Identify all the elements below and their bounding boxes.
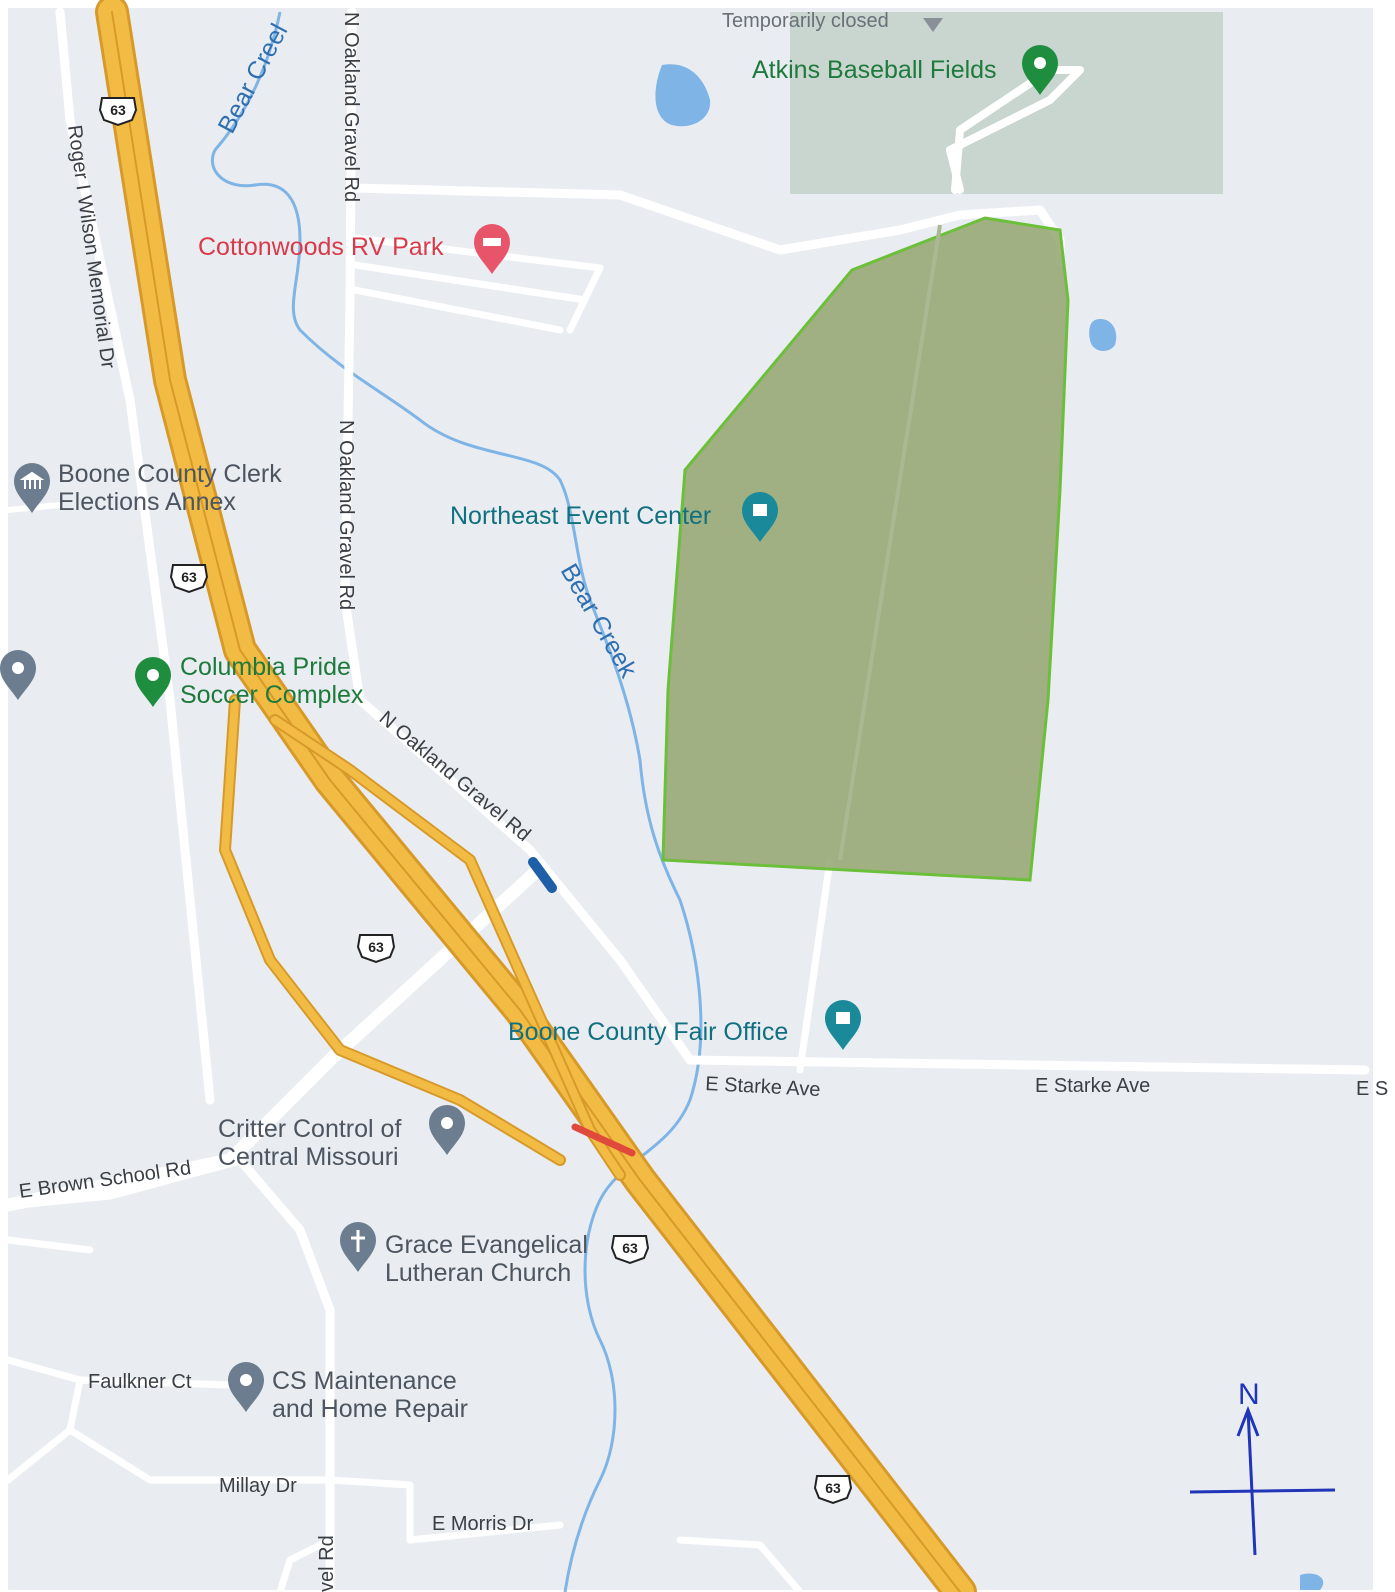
brown-school-overpass	[1, 861, 547, 1212]
north-arrow-icon: N	[1189, 1378, 1336, 1556]
shield-label: 63	[368, 939, 384, 955]
shield-label: 63	[181, 569, 197, 585]
hotel-pin-icon[interactable]	[474, 224, 510, 274]
critter-label-line1[interactable]: Critter Control of	[218, 1115, 401, 1143]
faulkner-label: Faulkner Ct	[88, 1371, 192, 1393]
blue-segment-marker	[528, 857, 557, 893]
poi-pins	[0, 18, 1058, 1412]
business-pin-icon[interactable]	[429, 1105, 465, 1155]
oakland-top-label: N Oakland Gravel Rd	[340, 12, 362, 202]
atkins-label[interactable]: Atkins Baseball Fields	[752, 56, 997, 84]
shield-63-icon: 63	[169, 564, 209, 594]
shield-63-icon: 63	[356, 934, 396, 964]
event-venue-icon[interactable]	[825, 1000, 861, 1050]
pride-label-line1[interactable]: Columbia Pride	[180, 653, 351, 681]
minor-roads	[3, 7, 1370, 1592]
critter-label-line2[interactable]: Central Missouri	[218, 1143, 399, 1171]
highlighted-parcel[interactable]	[661, 216, 1070, 882]
shield-63-icon: 63	[610, 1235, 650, 1265]
clerk-label-line1[interactable]: Boone County Clerk	[58, 460, 282, 488]
north-label: N	[1238, 1378, 1260, 1411]
red-segment-marker	[571, 1123, 636, 1157]
event-venue-icon[interactable]	[742, 492, 778, 542]
shield-label: 63	[825, 1480, 841, 1496]
pride-label-line2[interactable]: Soccer Complex	[180, 681, 364, 709]
pond-southeast	[1300, 1573, 1324, 1590]
shield-63-icon: 63	[813, 1475, 853, 1505]
closed-pin-icon	[923, 18, 943, 32]
parcel-interior-road	[838, 224, 942, 861]
morris-label: E Morris Dr	[432, 1513, 533, 1535]
highway-shields: 63 63 63 63 63	[98, 97, 853, 1505]
grace-label-line2[interactable]: Lutheran Church	[385, 1259, 571, 1287]
green-pin-icon[interactable]	[135, 657, 171, 707]
bear-creek	[210, 11, 703, 1592]
millay-label: Millay Dr	[219, 1475, 297, 1497]
fair-office-label[interactable]: Boone County Fair Office	[508, 1018, 788, 1046]
starke-label-3: E S	[1356, 1078, 1388, 1100]
highway-63	[95, 0, 977, 1592]
poi-labels: Temporarily closed Atkins Baseball Field…	[58, 10, 997, 1423]
business-pin-icon[interactable]	[228, 1362, 264, 1412]
cottonwoods-label[interactable]: Cottonwoods RV Park	[198, 233, 444, 261]
shield-63-icon: 63	[98, 97, 138, 127]
shield-label: 63	[110, 102, 126, 118]
grace-label-line1[interactable]: Grace Evangelical	[385, 1231, 588, 1259]
oakland-bottom-label: vel Rd	[316, 1535, 338, 1592]
business-pin-icon[interactable]	[0, 650, 36, 700]
shield-label: 63	[622, 1240, 638, 1256]
pond-north	[655, 64, 711, 127]
csmaint-label-line1[interactable]: CS Maintenance	[272, 1367, 457, 1395]
csmaint-label-line2[interactable]: and Home Repair	[272, 1395, 468, 1423]
clerk-label-line2[interactable]: Elections Annex	[58, 488, 236, 516]
government-building-icon[interactable]	[14, 463, 50, 513]
starke-label-2: E Starke Ave	[1035, 1075, 1150, 1097]
church-cross-icon[interactable]	[340, 1222, 376, 1272]
temporarily-closed-label: Temporarily closed	[722, 10, 889, 32]
oakland-mid-label: N Oakland Gravel Rd	[335, 420, 357, 610]
pond-east	[1089, 319, 1117, 352]
northeast-label[interactable]: Northeast Event Center	[450, 502, 711, 530]
green-pin-icon[interactable]	[1022, 45, 1058, 95]
